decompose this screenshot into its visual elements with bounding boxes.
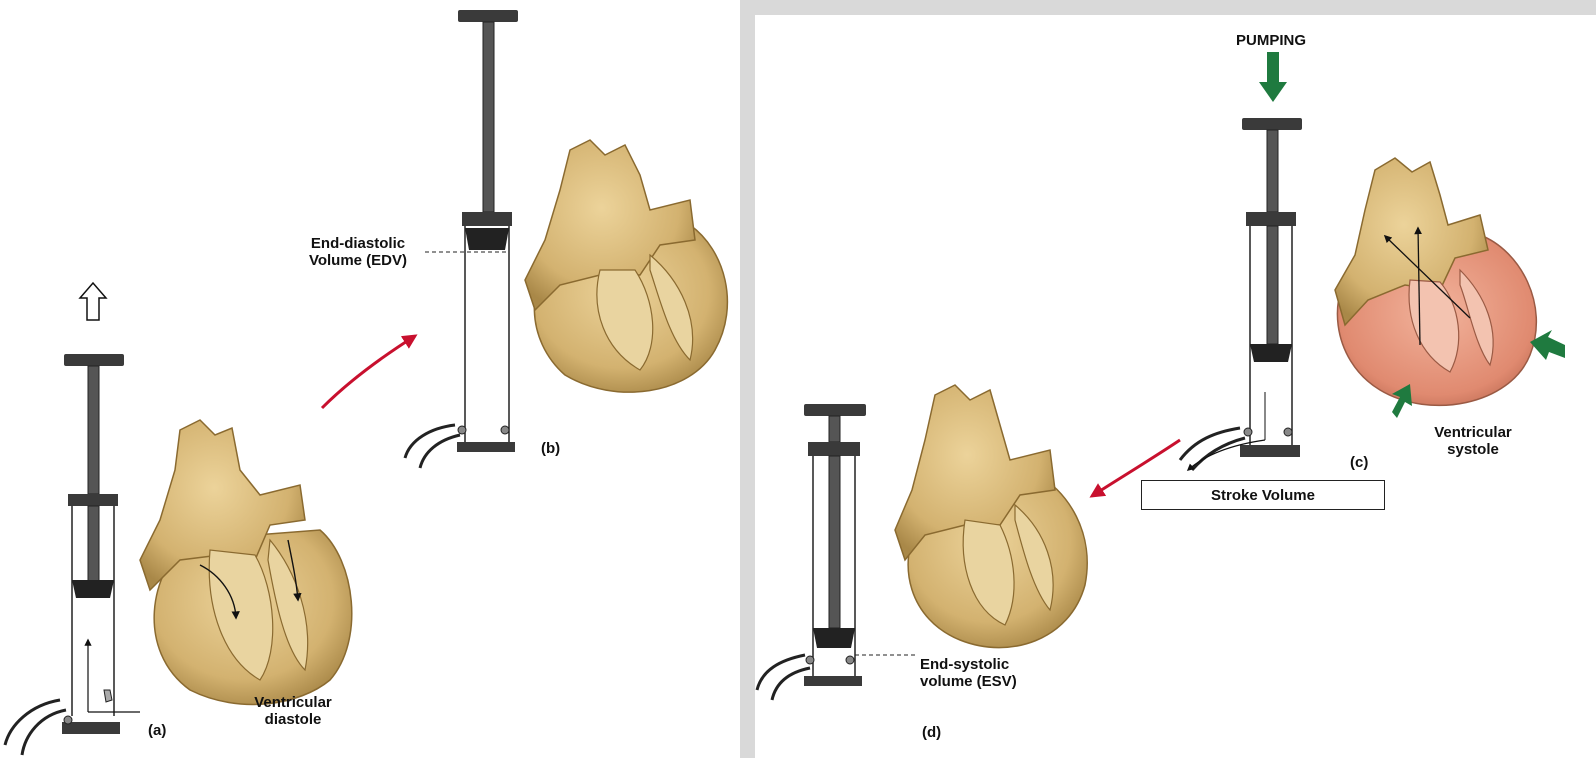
panel-c-label: (c) (1350, 454, 1368, 471)
heart-diastole (140, 420, 352, 704)
piston-a (72, 580, 114, 598)
stroke-volume-box: Stroke Volume (1141, 480, 1385, 510)
pumping-label: PUMPING (1236, 32, 1306, 49)
piston-c (1250, 344, 1292, 362)
panel-b-label: (b) (541, 440, 560, 457)
ventricular-diastole-label: Ventricular diastole (238, 694, 348, 728)
heart-emptied-d (895, 385, 1087, 648)
heart-filled-b (525, 140, 727, 392)
panel-a-label: (a) (148, 722, 166, 739)
plunger-handle-a (64, 354, 124, 366)
syringe-a (5, 283, 140, 755)
edv-label: End-diastolic Volume (EDV) (296, 235, 420, 269)
heart-systole (1335, 158, 1536, 405)
pumping-arrow (1259, 52, 1287, 102)
pull-up-arrow (80, 283, 106, 320)
stroke-volume-label: Stroke Volume (1211, 487, 1315, 504)
syringe-d (757, 404, 916, 700)
syringe-b (405, 10, 518, 468)
esv-label: End-systolic volume (ESV) (920, 656, 1017, 690)
transition-arrow-ab (322, 336, 415, 408)
piston-d (813, 628, 855, 648)
ventricular-systole-label: Ventricular systole (1418, 424, 1528, 458)
panel-d-label: (d) (922, 724, 941, 741)
syringe-c (1180, 118, 1302, 470)
